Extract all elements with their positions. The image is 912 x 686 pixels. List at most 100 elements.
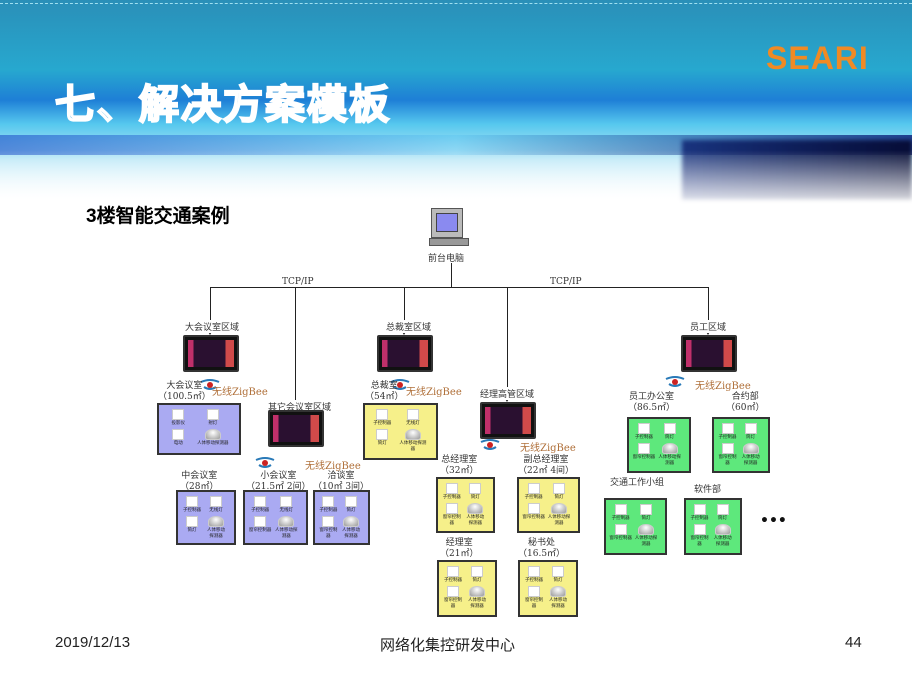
seari-logo: SEARI xyxy=(766,40,869,76)
device-label: 子控制器 xyxy=(251,508,270,513)
switch-device: 窗帘控制器 xyxy=(609,523,632,547)
room-device-panel: 子控制器筒灯窗帘控制器人体移动探测器 xyxy=(712,417,770,473)
room-area: （21㎡） xyxy=(440,549,479,560)
device-label: 筒灯 xyxy=(470,495,480,500)
wireless-signal-icon xyxy=(664,373,686,387)
room-device-panel: 子控制器筒灯窗帘控制器人体移动探测器 xyxy=(437,560,497,617)
switch-device: 窗帘控制器 xyxy=(318,515,339,539)
device-label: 人体移动探测器 xyxy=(466,515,485,526)
room-area: （28㎡） xyxy=(180,482,219,493)
room-name: 中会议室 xyxy=(181,471,218,481)
switch-device: 子控制器 xyxy=(609,503,632,521)
device-label: 人体移动探测器 xyxy=(399,441,427,452)
wireless-signal-icon xyxy=(199,376,221,390)
device-label: 子控制器 xyxy=(690,516,709,521)
switch-device: 子控制器 xyxy=(181,495,203,513)
motion-sensor-device: 人体移动探测器 xyxy=(712,523,733,547)
device-label: 无线灯 xyxy=(406,421,420,426)
footer-center-text: 网络化集控研发中心 xyxy=(380,637,516,654)
switch-device: 筒灯 xyxy=(658,422,682,440)
touch-panel-screen xyxy=(480,402,536,439)
switch-device: 子控制器 xyxy=(717,422,738,440)
switch-device: 窗帘控制器 xyxy=(717,442,738,466)
motion-sensor-device: 人体移动探测器 xyxy=(399,428,428,452)
room-label: 中会议室（28㎡） xyxy=(180,471,218,494)
room-label: 交通工作小组 xyxy=(610,478,664,489)
device-label: 人体移动探测器 xyxy=(468,598,486,609)
device-label: 窗帘控制器 xyxy=(522,515,545,521)
device-label: 人体移动探测器 xyxy=(547,515,571,526)
zone-link xyxy=(507,287,508,398)
switch-device: 射灯 xyxy=(197,408,230,426)
zigbee-label: 无线ZigBee xyxy=(212,387,268,398)
switch-device: 窗帘控制器 xyxy=(523,585,545,609)
room-label: 大会议室（100.5㎡） xyxy=(158,381,211,404)
zone-label: 经理高管区域 xyxy=(480,387,535,400)
zone-link xyxy=(404,287,405,331)
device-label: 人体移动探测器 xyxy=(658,455,681,466)
device-label: 子控制器 xyxy=(718,435,737,440)
device-label: 窗帘控制器 xyxy=(444,598,462,609)
room-name: 副总经理室 xyxy=(523,455,569,465)
switch-device: 子控制器 xyxy=(442,565,464,583)
device-label: 筒灯 xyxy=(641,516,651,521)
zigbee-label: 无线ZigBee xyxy=(520,443,576,454)
motion-sensor-device: 人体移动探测器 xyxy=(658,442,682,466)
wireless-signal-icon xyxy=(254,454,276,468)
device-label: 人体移动探测器 xyxy=(549,598,567,609)
zone-label: 员工区域 xyxy=(690,320,727,333)
motion-sensor-device: 人体移动探测器 xyxy=(466,585,488,609)
device-label: 子控制器 xyxy=(634,435,653,440)
switch-device: 窗帘控制器 xyxy=(689,523,710,547)
device-label: 子控制器 xyxy=(373,421,392,426)
room-label: 合约部（60㎡） xyxy=(726,392,764,415)
device-label: 电动 xyxy=(173,441,183,447)
switch-device: 筒灯 xyxy=(712,503,733,521)
room-label: 副总经理室（22㎡ 4间） xyxy=(518,455,574,478)
slide-header-background xyxy=(0,0,912,210)
device-label: 筒灯 xyxy=(746,435,756,440)
device-label: 子控制器 xyxy=(444,578,462,583)
zone-label: 总裁室区域 xyxy=(386,320,432,333)
room-name: 总经理室 xyxy=(441,455,478,465)
room-label: 洽谈室（10㎡ 3间） xyxy=(313,471,369,494)
switch-device: 筒灯 xyxy=(466,565,488,583)
room-area: （54㎡） xyxy=(365,392,404,403)
zone-link xyxy=(708,287,709,331)
tcpip-label-right: TCP/IP xyxy=(550,277,582,287)
room-device-panel: 子控制器筒灯窗帘控制器人体移动探测器 xyxy=(604,498,667,555)
room-area: （21.5㎡ 2间） xyxy=(246,482,311,493)
motion-sensor-device: 人体移动探测器 xyxy=(547,585,569,609)
room-label: 小会议室（21.5㎡ 2间） xyxy=(246,471,311,494)
switch-device: 无线灯 xyxy=(399,408,428,426)
device-label: 子控制器 xyxy=(611,516,630,521)
touch-panel-screen xyxy=(681,335,737,372)
device-label: 筒灯 xyxy=(553,578,563,583)
tcpip-bus xyxy=(210,287,708,288)
zigbee-label: 无线ZigBee xyxy=(406,387,462,398)
device-label: 窗帘控制器 xyxy=(442,515,461,526)
device-label: 人体移动探测器 xyxy=(713,536,732,547)
device-label: 投影仪 xyxy=(171,421,186,426)
motion-sensor-device: 人体移动探测器 xyxy=(274,515,298,539)
switch-device: 子控制器 xyxy=(689,503,710,521)
touch-panel-screen xyxy=(183,335,239,372)
device-label: 窗帘控制器 xyxy=(248,528,272,534)
device-label: 筒灯 xyxy=(554,495,564,500)
switch-device: 子控制器 xyxy=(368,408,397,426)
room-device-panel: 子控制器筒灯窗帘控制器人体移动探测器 xyxy=(518,560,578,617)
room-device-panel: 子控制器筒灯窗帘控制器人体移动探测器 xyxy=(684,498,742,555)
room-area: （10㎡ 3间） xyxy=(313,482,370,493)
device-label: 射灯 xyxy=(208,421,218,426)
switch-device: 投影仪 xyxy=(162,408,195,426)
switch-device: 子控制器 xyxy=(248,495,272,513)
device-label: 筒灯 xyxy=(187,528,197,534)
device-label: 窗帘控制器 xyxy=(525,598,543,609)
switch-device: 窗帘控制器 xyxy=(522,502,545,526)
room-label: 经理室（21㎡） xyxy=(440,538,478,561)
host-label: 前台电脑 xyxy=(428,254,465,264)
zigbee-label: 无线ZigBee xyxy=(695,381,751,392)
zone-label: 其它会议室区域 xyxy=(268,400,332,413)
device-label: 窗帘控制器 xyxy=(690,536,709,547)
